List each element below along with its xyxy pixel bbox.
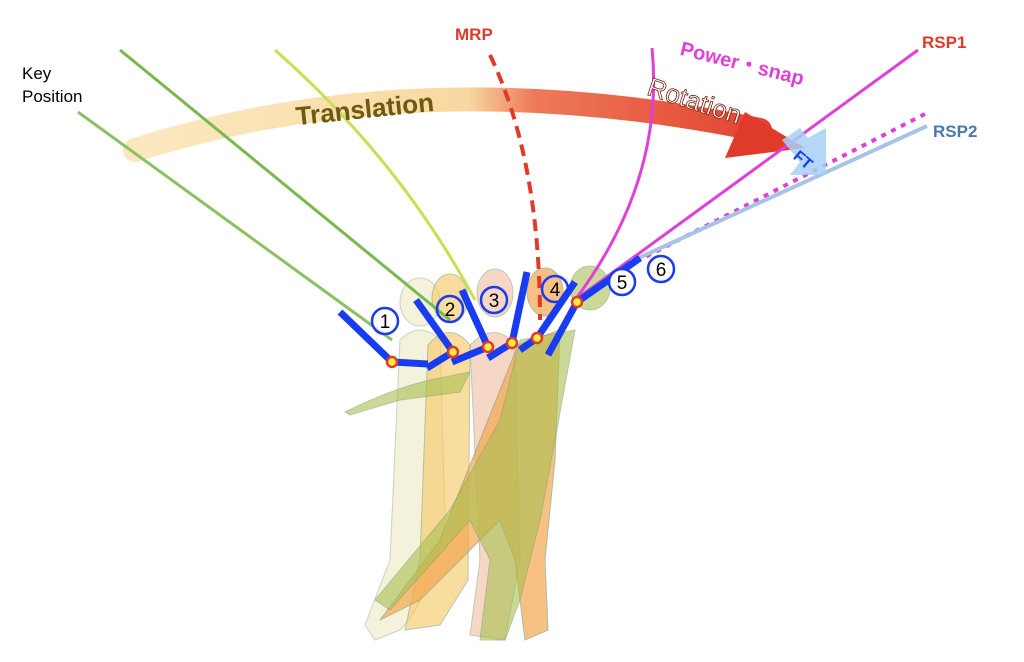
position-2: 2	[445, 300, 456, 321]
position-3: 3	[489, 291, 500, 312]
position-4: 4	[550, 280, 561, 301]
rsp2-dotted-line	[609, 112, 926, 277]
ft-arrow: FT	[782, 128, 826, 175]
rsp1-label: RSP1	[922, 33, 966, 52]
mrp-label: MRP	[455, 25, 493, 44]
club-path-2	[119, 48, 451, 322]
rsp1-line	[574, 48, 919, 302]
key-position-label-line2: Position	[22, 87, 82, 106]
hand-points	[385, 295, 584, 369]
mrp-line	[488, 54, 542, 321]
position-1: 1	[380, 312, 391, 333]
club-path-3	[274, 48, 477, 301]
rsp2-line	[629, 124, 928, 264]
rsp2-label: RSP2	[933, 122, 977, 141]
golfer-figures	[343, 265, 611, 641]
key-position-label-line1: Key	[22, 64, 52, 83]
position-6: 6	[656, 260, 667, 281]
power-snap-curve	[573, 47, 656, 301]
position-5: 5	[617, 273, 628, 294]
club-path-1	[77, 110, 393, 342]
power-snap-label: Power・snap	[678, 38, 806, 90]
position-markers: 1 2 3 4 5 6	[370, 254, 676, 336]
translation-label: Translation	[294, 87, 435, 131]
